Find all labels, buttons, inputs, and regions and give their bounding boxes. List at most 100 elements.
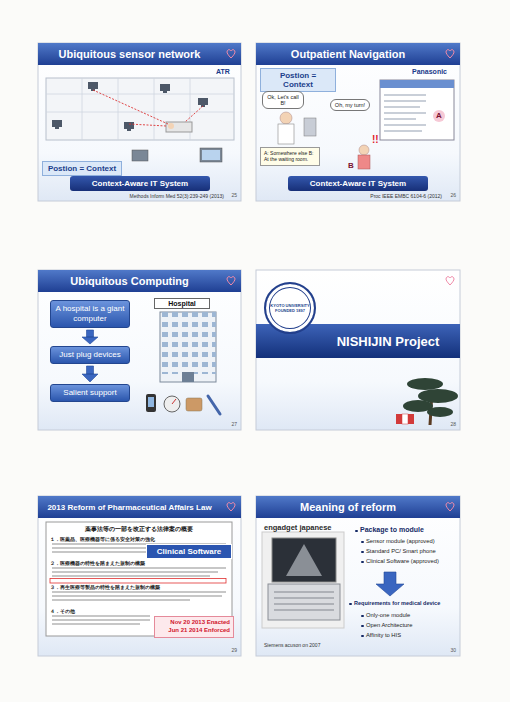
ultrasound-device-photo [286, 544, 322, 576]
bullet-dot [361, 635, 364, 638]
box-text: Postion = Context [264, 71, 332, 89]
sensor-network-illustration [160, 84, 170, 91]
slide-frames [38, 270, 241, 430]
box-text: Just plug devices [59, 350, 120, 360]
bullet-item: Package to module [360, 526, 424, 533]
citation: Methods Inform Med 52(3):239-249 (2013) [68, 193, 224, 199]
box-text: Context-Aware IT System [292, 179, 424, 188]
heart-ornament [227, 50, 454, 511]
outpatient-illustration [278, 124, 294, 144]
pine-ornament [407, 378, 443, 390]
ultrasound-device-photo [268, 584, 340, 620]
hospital-illustration [208, 396, 220, 414]
heart-ornament [446, 50, 454, 58]
pine-ornament [427, 407, 453, 417]
sensor-network-illustration [55, 127, 59, 129]
slide-title: Meaning of reform [300, 501, 396, 513]
heart-ornament [227, 277, 235, 285]
bullet-dot [355, 530, 358, 533]
slide-title: Outpatient Navigation [291, 48, 405, 60]
hospital-illustration [186, 398, 202, 411]
slide-title: Ubiquitous sensor network [59, 48, 201, 60]
process-box: A hospital is a giant computer [50, 300, 130, 328]
ultrasound-device-photo [262, 532, 344, 628]
slide-title: Ubiquitous Computing [70, 275, 189, 287]
law-document [50, 579, 226, 584]
sensor-network-illustration [202, 150, 220, 160]
heart-ornament [227, 50, 235, 58]
sensor-network-illustration [46, 78, 234, 140]
sensor-network-illustration [93, 90, 203, 126]
page-number: 27 [231, 421, 237, 427]
sub-bullet: Clinical Software (approved) [366, 558, 439, 564]
title-bar: Meaning of reform [256, 496, 440, 518]
title-bars [256, 496, 460, 518]
box-text: A: Somewhere else B: At the waiting room… [264, 150, 316, 163]
pine-ornament [396, 378, 458, 425]
sensor-network-illustration [52, 120, 62, 127]
title-bar: Ubiquitous sensor network [38, 43, 221, 65]
title-bars [38, 43, 241, 65]
pine-ornament [402, 414, 408, 424]
section-heading: ３．再生医療等製品の特性を踏まえた規制の構築 [50, 584, 160, 590]
box-text: Context-Aware IT System [74, 179, 206, 188]
hospital-illustration [160, 312, 216, 382]
section-heading: １．医薬品、医療機器等に係る安全対策の強化 [50, 536, 155, 542]
title-bars [38, 43, 460, 518]
date-box: Nov 20 2013 EnactedJun 21 2014 Enforced [154, 616, 234, 638]
slide-panel: 28KYOTO UNIVERSITYFOUNDED 1897NISHIJIN P… [256, 270, 460, 430]
pine-ornament [396, 414, 402, 424]
slide-frames [256, 270, 460, 430]
box-text: Postion = Context [46, 164, 118, 173]
sensor-network-illustration [46, 78, 234, 140]
slide-title: 2013 Reform of Pharmaceutical Affairs La… [47, 503, 211, 512]
speech-bubble: Oh, my turn! [330, 99, 370, 111]
logo-text: ATR [216, 68, 230, 75]
sub-bullet: Open Architecture [366, 622, 412, 628]
hospital-illustration [160, 312, 216, 374]
page-number: 25 [231, 192, 237, 198]
box-text: Ok, Let's call B! [266, 94, 300, 106]
page-number: 29 [231, 647, 237, 653]
ultrasound-device-photo [272, 538, 336, 582]
title-bars [38, 496, 241, 518]
sensor-network-illustration [132, 150, 148, 161]
title-bars [38, 270, 241, 292]
box-text: A hospital is a giant computer [55, 304, 125, 323]
photo-caption: Siemens acuson on 2007 [264, 642, 320, 648]
ultrasound-device-photo [262, 532, 344, 628]
heart-ornament [227, 503, 235, 511]
university-seal: KYOTO UNIVERSITYFOUNDED 1897 [264, 282, 316, 334]
slide-panel: Ubiquitous Computing 27 A hospital is a gi… [38, 270, 241, 430]
outpatient-illustration [359, 145, 369, 155]
section-heading: ２．医療機器の特性を踏まえた規制の構築 [50, 560, 145, 566]
outpatient-illustration [358, 155, 370, 169]
hospital-label: Hospital [154, 298, 210, 309]
sub-bullet: Affinity to HIS [366, 632, 401, 638]
box-text: 薬事法等の一部を改正する法律案の概要 [46, 522, 232, 534]
process-box: Just plug devices [50, 346, 130, 364]
slide-frames [256, 43, 460, 201]
hospital-illustration [148, 397, 154, 407]
box-text: Jun 21 2014 Enforced [158, 627, 230, 635]
logo-text: engadget japanese [264, 523, 332, 532]
title-bars [256, 43, 460, 65]
outpatient-illustration [433, 110, 445, 122]
flow-arrow [82, 330, 98, 344]
sensor-network-illustration [200, 148, 222, 162]
system-band: Context-Aware IT System [288, 176, 428, 191]
box-text: Nov 20 2013 Enacted [158, 619, 230, 627]
page-number: 28 [450, 421, 456, 427]
bullet-dot [361, 615, 364, 618]
sensor-network-illustration [168, 123, 174, 129]
hospital-illustration [146, 394, 156, 412]
pine-ornament [408, 414, 414, 424]
sensor-network-illustration [166, 122, 192, 132]
slide-panel: Meaning of reform 30 engadget japanese Pack… [256, 496, 460, 656]
outpatient-illustration [384, 95, 426, 131]
figure-letter: A [436, 111, 442, 120]
box-text: KYOTO UNIVERSITY [270, 303, 309, 308]
bullet-dot [361, 541, 364, 544]
page-number: 30 [450, 647, 456, 653]
